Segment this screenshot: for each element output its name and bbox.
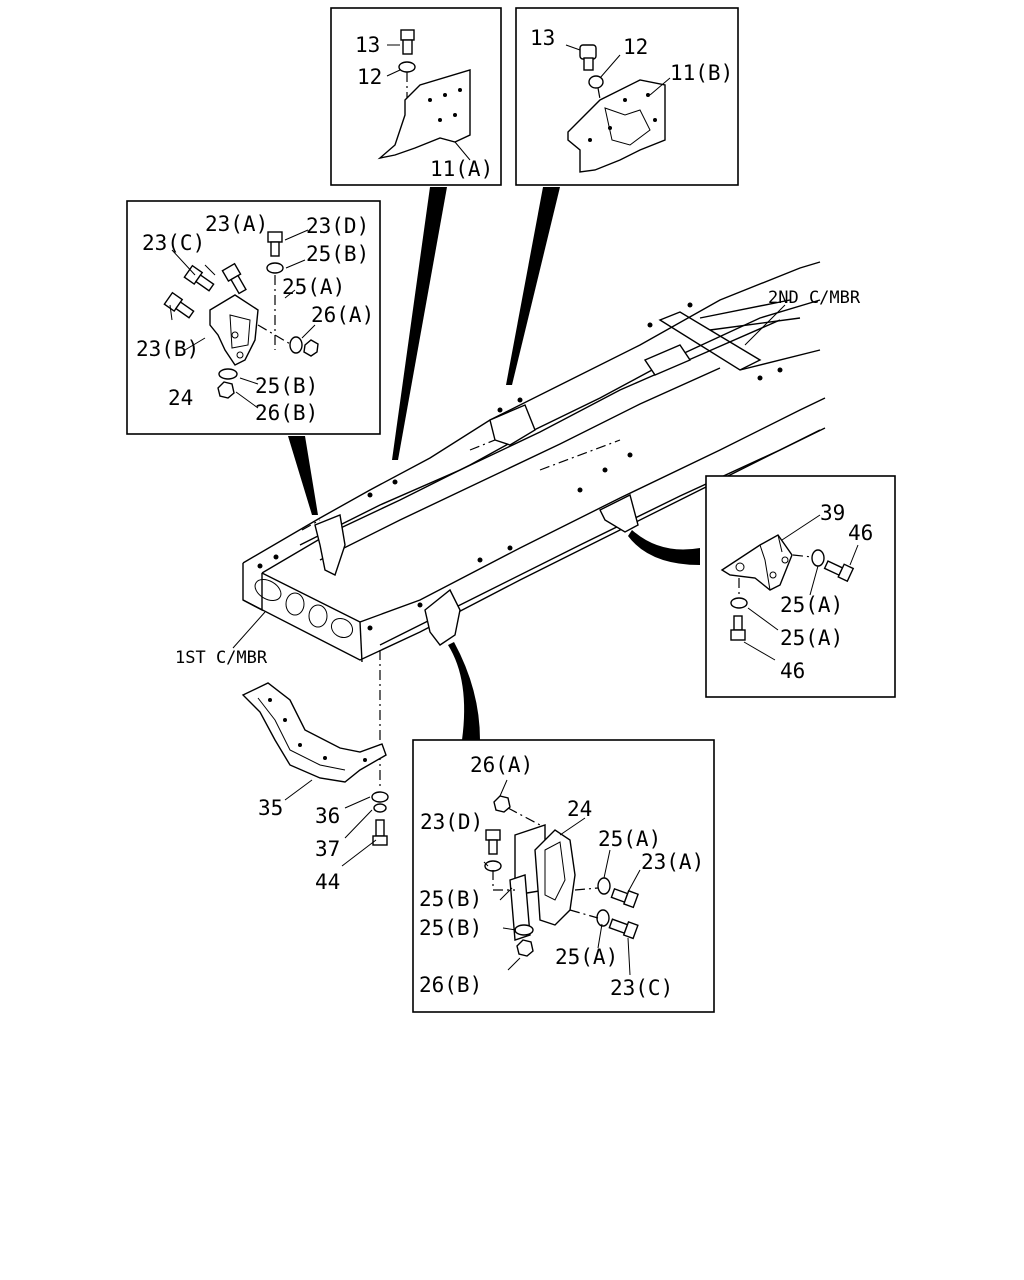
bolt-icon — [730, 615, 746, 641]
callout-24: 24 — [567, 797, 592, 821]
bolt-icon — [579, 44, 597, 71]
detail-box-11b: 13 12 11(B) — [515, 7, 739, 186]
callout-35: 35 — [258, 796, 283, 820]
bracket-11b-icon — [567, 79, 666, 173]
bolt-icon — [221, 262, 247, 295]
front-crossmember-holes — [254, 579, 354, 639]
callout-23c: 23(C) — [142, 231, 205, 255]
bracket-24-icon — [209, 294, 259, 366]
callout-26b: 26(B) — [419, 973, 482, 997]
second-crossmember-label: 2ND C/MBR — [768, 288, 861, 308]
frame-bracket-front — [424, 588, 461, 646]
washer-icon — [289, 336, 303, 354]
bracket-39-icon — [720, 534, 793, 591]
callout-44: 44 — [315, 870, 340, 894]
bolt-icon — [400, 29, 415, 55]
bracket-11a-icon — [377, 69, 471, 160]
bolt-icon — [163, 291, 195, 319]
callout-23d: 23(D) — [420, 810, 483, 834]
callout-23d: 23(D) — [306, 214, 369, 238]
callout-23c: 23(C) — [610, 976, 673, 1000]
detail-box-bracket-24-lower: 26(A) 24 23(D) 25(A) 23(A) 25(B) 25(B) 2… — [412, 739, 715, 1013]
callout-25a: 25(A) — [780, 626, 843, 650]
bolt-icon — [372, 819, 388, 846]
callout-26b: 26(B) — [255, 401, 318, 425]
washer-icon — [266, 262, 284, 274]
callout-25a: 25(A) — [780, 593, 843, 617]
callout-24: 24 — [168, 386, 193, 410]
frame-bracket-crossmember — [643, 344, 692, 376]
callout-39: 39 — [820, 501, 845, 525]
callout-25a: 25(A) — [598, 827, 661, 851]
washer-icon — [514, 924, 534, 936]
washer-icon — [398, 61, 416, 73]
callout-12: 12 — [623, 35, 648, 59]
callout-25b: 25(B) — [419, 916, 482, 940]
bolt-icon — [485, 829, 501, 855]
callout-pointers — [288, 187, 700, 740]
callout-11b: 11(B) — [670, 61, 733, 85]
bolt-icon — [608, 918, 639, 940]
chassis-frame — [242, 261, 826, 790]
callout-25b: 25(B) — [306, 242, 369, 266]
frame-rivets — [257, 302, 783, 631]
washer-icon — [218, 368, 238, 380]
bolt-icon — [183, 264, 215, 292]
nut-icon — [303, 339, 319, 357]
callout-26a: 26(A) — [311, 303, 374, 327]
washer-icon — [596, 909, 610, 927]
bracket-35-icon — [241, 682, 387, 783]
detail-box-bracket-39: 39 46 25(A) 25(A) 46 — [705, 475, 896, 698]
callout-25b: 25(B) — [255, 374, 318, 398]
callout-37: 37 — [315, 837, 340, 861]
washer-icon — [730, 597, 748, 609]
washer-icon — [588, 75, 604, 89]
callout-23b: 23(B) — [136, 337, 199, 361]
plate-icon — [509, 874, 531, 941]
callout-23a: 23(A) — [641, 850, 704, 874]
spring-washer-icon — [373, 803, 387, 813]
bracket-35-group: 35 36 37 44 — [241, 682, 389, 894]
nut-icon — [516, 939, 534, 957]
detail-box-bracket-24: 23(A) 23(D) 23(C) 25(B) 25(A) 26(A) 23(B… — [126, 200, 381, 435]
callout-25a: 25(A) — [555, 945, 618, 969]
nut-icon — [217, 381, 235, 399]
callout-25b: 25(B) — [419, 887, 482, 911]
callout-13: 13 — [355, 33, 380, 57]
bolt-icon — [610, 887, 639, 909]
callout-13: 13 — [530, 26, 555, 50]
callout-26a: 26(A) — [470, 753, 533, 777]
frame-bracket-right — [599, 493, 639, 533]
callout-46: 46 — [780, 659, 805, 683]
washer-icon — [371, 791, 389, 803]
callout-12: 12 — [357, 65, 382, 89]
callout-46: 46 — [848, 521, 873, 545]
callout-25a: 25(A) — [282, 275, 345, 299]
frame-bracket-left — [314, 514, 346, 576]
callout-11a: 11(A) — [430, 157, 493, 181]
bolt-icon — [267, 231, 283, 257]
washer-icon — [597, 877, 611, 895]
first-crossmember-label: 1ST C/MBR — [175, 648, 268, 668]
detail-box-11a: 13 12 11(A) — [330, 7, 502, 186]
second-crossmember — [658, 299, 821, 371]
callout-23a: 23(A) — [205, 212, 268, 236]
bolt-icon — [823, 560, 855, 583]
frame-bracket-mid — [489, 404, 536, 446]
washer-icon — [811, 549, 825, 567]
callout-36: 36 — [315, 804, 340, 828]
